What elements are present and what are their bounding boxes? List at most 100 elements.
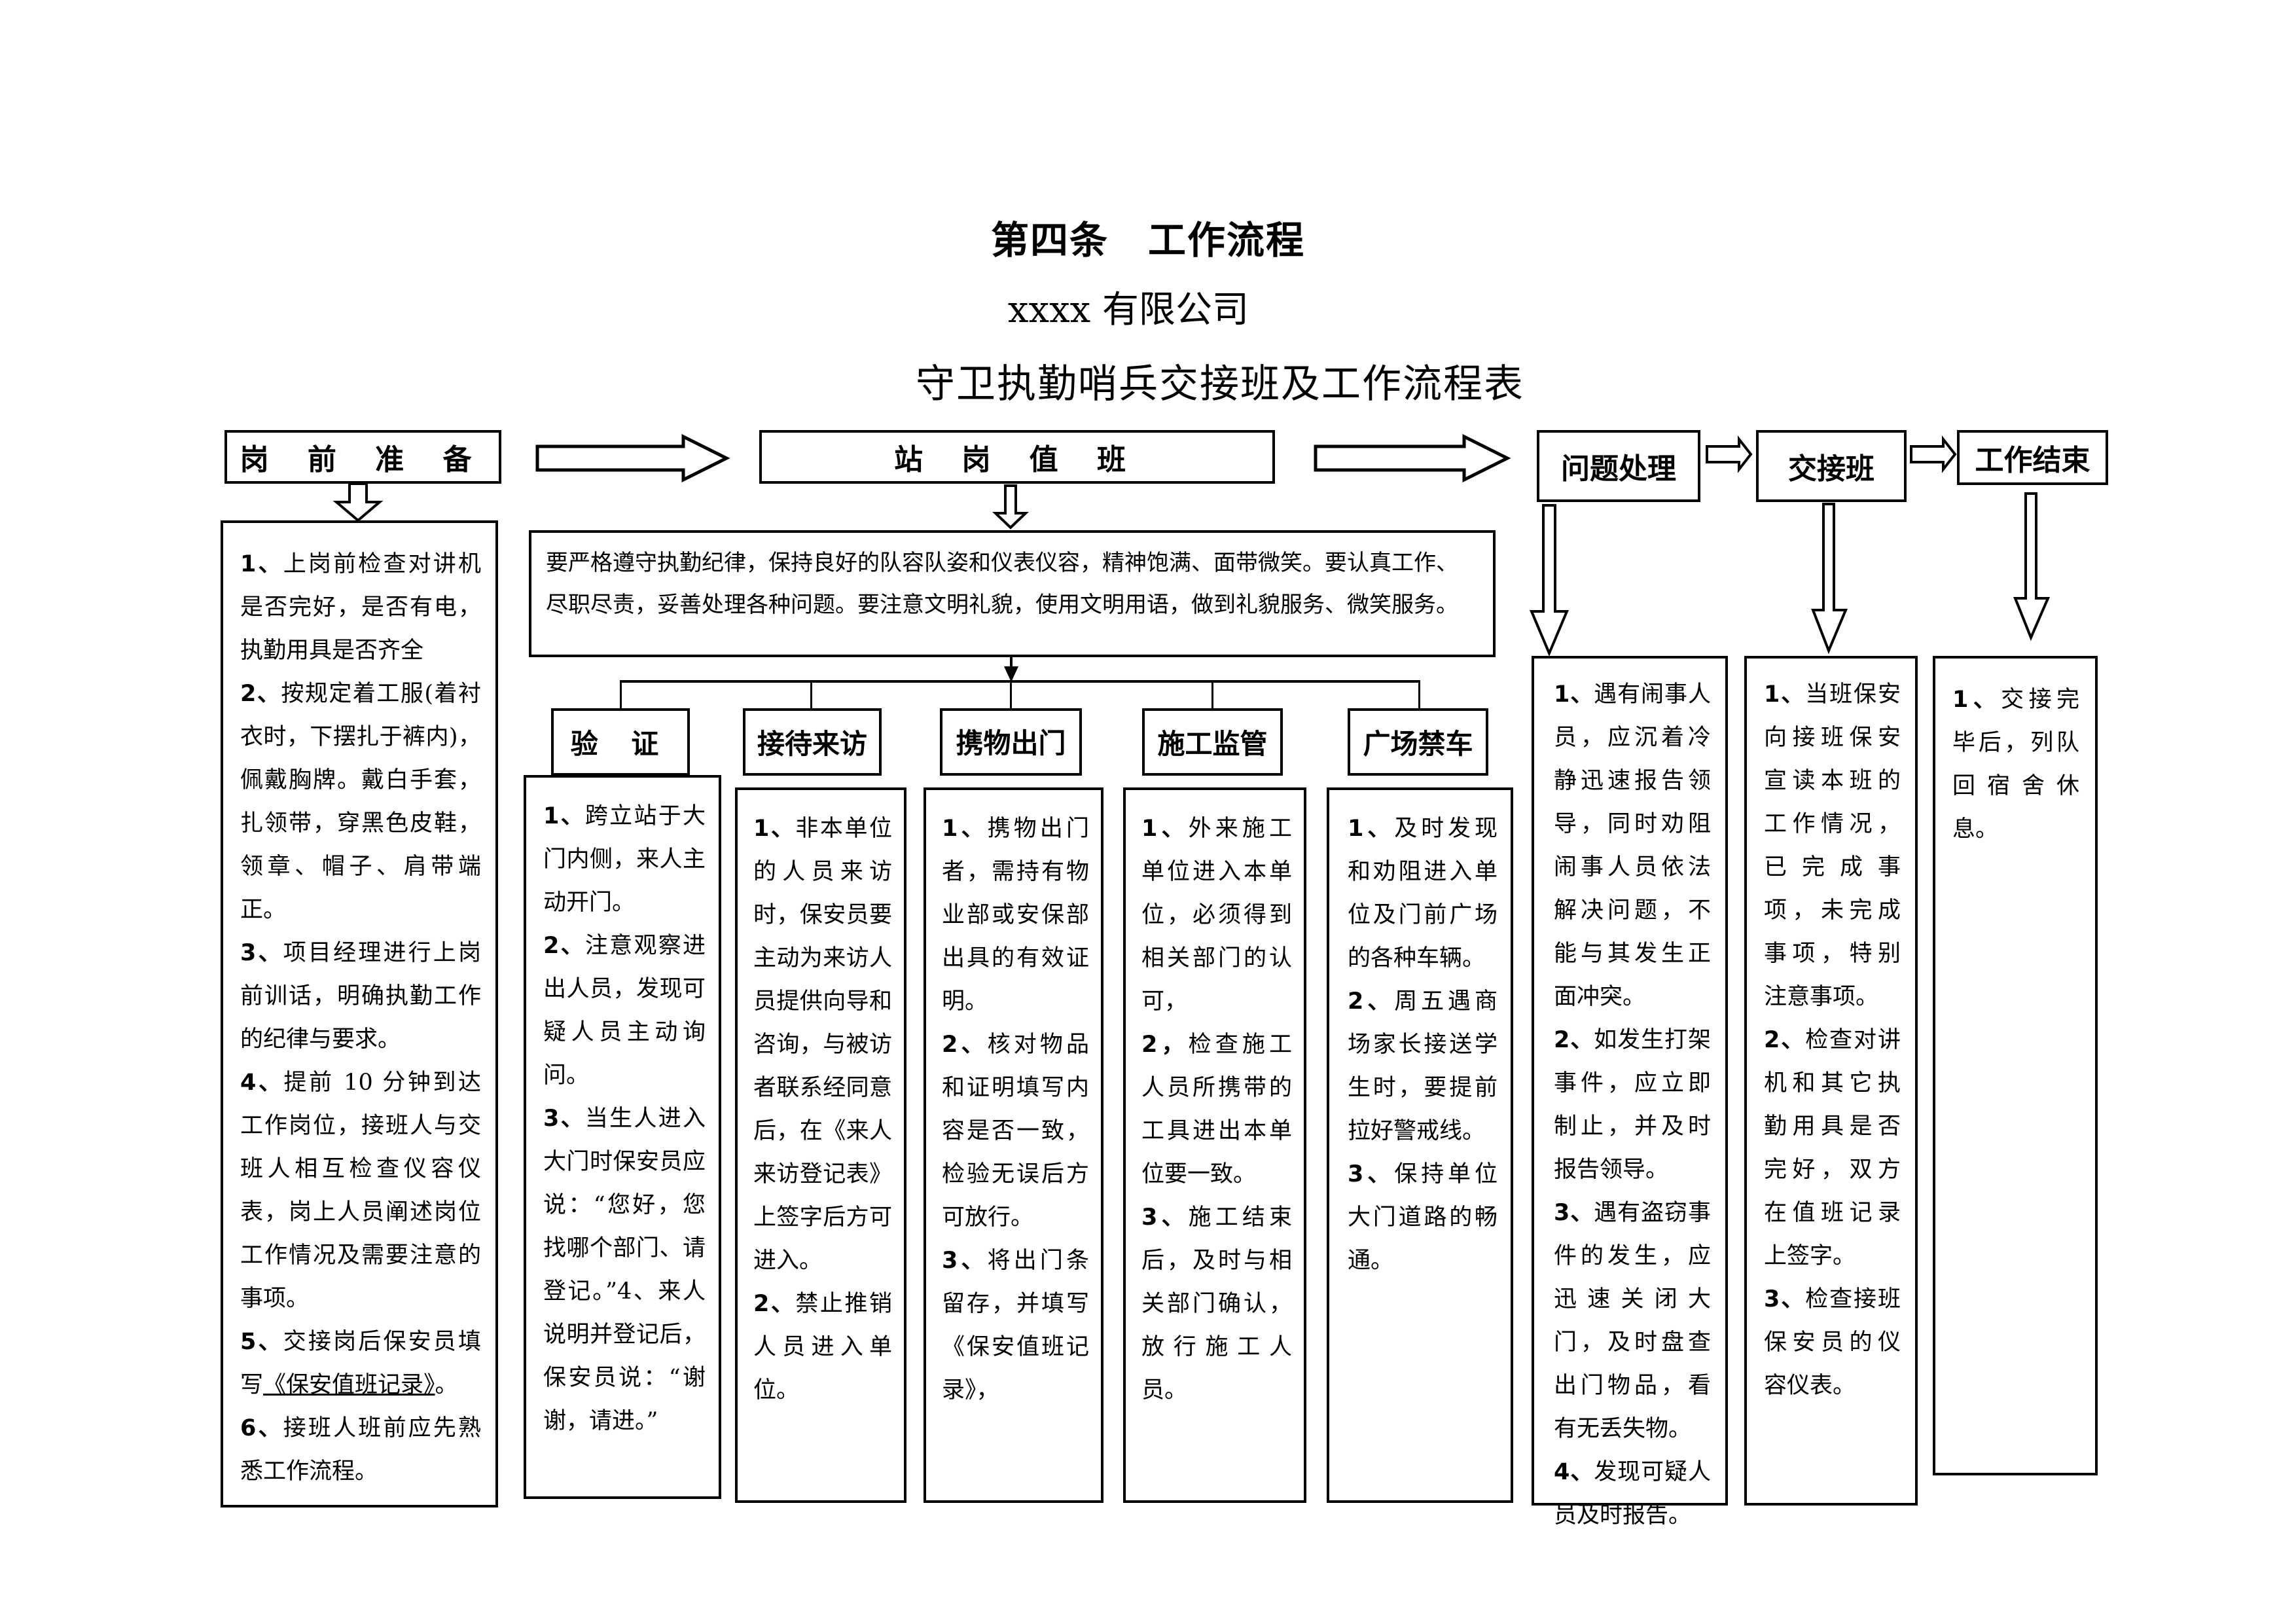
on-duty-requirements: 要严格遵守执勤纪律，保持良好的队容队姿和仪表仪容，精神饱满、面带微笑。要认真工作… <box>529 530 1496 657</box>
table-title: 守卫执勤哨兵交接班及工作流程表 <box>916 361 1524 407</box>
item-text: 检查施工人员所携带的工具进出本单位要一致。 <box>1141 1032 1292 1187</box>
stage-handover-details: 1、当班保安向接班保安宣读本班的工作情况，已完成事项，未完成事项，特别注意事项。… <box>1744 656 1918 1506</box>
stage-on-duty-header: 站 岗 值 班 <box>759 430 1275 484</box>
item-number: 3、 <box>240 940 283 966</box>
list-item: 2、按规定着工服(着衬衣时，下摆扎于裤内)，佩戴胸牌。戴白手套，扎领带，穿黑色皮… <box>240 672 481 931</box>
list-item: 2、周五遇商场家长接送学生时，要提前拉好警戒线。 <box>1348 980 1498 1153</box>
subtask-visitor-reception-header: 接待来访 <box>743 708 882 776</box>
item-text: 当生人进入大门时保安员应说：“您好，您找哪个部门、请登记。”4、来人说明并登记后… <box>543 1106 706 1434</box>
item-number: 3、 <box>1348 1161 1395 1187</box>
item-text: 核对物品和证明填写内容是否一致，检验无误后方可放行。 <box>942 1032 1089 1231</box>
item-number: 2、 <box>543 933 585 959</box>
item-text: 周五遇商场家长接送学生时，要提前拉好警戒线。 <box>1348 988 1498 1144</box>
item-number: 2、 <box>1348 988 1395 1015</box>
item-text: 遇有盗窃事件的发生，应迅速关闭大门，及时盘查出门物品，看有无丢失物。 <box>1554 1200 1711 1442</box>
item-text: 携物出门者，需持有物业部或安保部出具的有效证明。 <box>942 816 1089 1015</box>
branch-line <box>1418 680 1420 710</box>
down-arrow-icon <box>2013 492 2051 641</box>
item-text: 交接完毕后，列队回宿舍休息。 <box>1952 687 2079 842</box>
item-text: 当班保安向接班保安宣读本班的工作情况，已完成事项，未完成事项，特别注意事项。 <box>1764 681 1901 1010</box>
item-number: 1、 <box>1348 816 1395 842</box>
item-text: 提前 10 分钟到达工作岗位，接班人与交班人相互检查仪容仪表，岗上人员阐述岗位工… <box>240 1070 481 1312</box>
article-title: 第四条工作流程 <box>0 209 2296 264</box>
item-text: 施工结束后，及时与相关部门确认，放行施工人员。 <box>1141 1204 1292 1403</box>
list-item: 3、当生人进入大门时保安员应说：“您好，您找哪个部门、请登记。”4、来人说明并登… <box>543 1097 706 1443</box>
stage-work-end-details: 1、交接完毕后，列队回宿舍休息。 <box>1933 656 2098 1475</box>
item-text: 项目经理进行上岗前训话，明确执勤工作的纪律与要求。 <box>240 940 481 1053</box>
list-item: 3、检查接班保安员的仪容仪表。 <box>1764 1278 1901 1407</box>
connector-arrow-down-icon <box>1004 666 1018 682</box>
article-heading: 工作流程 <box>1148 218 1306 262</box>
list-item: 2、检查对讲机和其它执勤用具是否完好，双方在值班记录上签字。 <box>1764 1019 1901 1278</box>
item-number: 1、 <box>1764 681 1806 708</box>
item-text: 遇有闹事人员，应沉着冷静迅速报告领导，同时劝阻闹事人员依法解决问题，不能与其发生… <box>1554 681 1711 1010</box>
stage-pre-duty-label: 岗 前 准 备 <box>240 443 486 477</box>
article-number: 第四条 <box>990 218 1109 262</box>
list-item: 3、保持单位大门道路的畅通。 <box>1348 1153 1498 1282</box>
item-number: 3、 <box>1764 1286 1806 1312</box>
subtask-visitor-reception-details: 1、非本单位的人员来访时，保安员要主动为来访人员提供向导和咨询，与被访者联系经同… <box>735 787 906 1503</box>
item-number: 3、 <box>1554 1200 1594 1226</box>
list-item: 2、禁止推销人员进入单位。 <box>753 1282 892 1412</box>
list-item: 4、提前 10 分钟到达工作岗位，接班人与交班人相互检查仪容仪表，岗上人员阐述岗… <box>240 1061 481 1320</box>
item-text: 及时发现和劝阻进入单位及门前广场的各种车辆。 <box>1348 816 1498 971</box>
item-number: 1、 <box>1141 816 1189 842</box>
stage-handover-label: 交接班 <box>1788 452 1874 486</box>
down-arrow-icon <box>1529 504 1570 657</box>
list-item: 1、携物出门者，需持有物业部或安保部出具的有效证明。 <box>942 807 1089 1023</box>
item-text: 如发生打架事件，应立即制止，并及时报告领导。 <box>1554 1027 1711 1183</box>
branch-line <box>1211 680 1213 710</box>
item-number: 1、 <box>753 816 796 842</box>
item-number: 1、 <box>1554 681 1594 708</box>
item-text: 。 <box>435 1372 458 1398</box>
branch-line <box>620 680 622 710</box>
item-number: 3、 <box>942 1248 988 1274</box>
list-item: 1、及时发现和劝阻进入单位及门前广场的各种车辆。 <box>1348 807 1498 980</box>
down-arrow-icon <box>992 484 1029 530</box>
branch-line <box>810 680 812 710</box>
item-text: 检查对讲机和其它执勤用具是否完好，双方在值班记录上签字。 <box>1764 1027 1901 1269</box>
list-item: 1、上岗前检查对讲机是否完好，是否有电，执勤用具是否齐全 <box>240 543 481 672</box>
item-number: 4、 <box>240 1070 284 1096</box>
list-item: 3、项目经理进行上岗前训话，明确执勤工作的纪律与要求。 <box>240 931 481 1061</box>
item-text: 禁止推销人员进入单位。 <box>753 1291 892 1403</box>
item-number: 2， <box>1141 1032 1189 1058</box>
subtask-construction-supervision-header: 施工监管 <box>1142 708 1283 776</box>
subtask-label: 接待来访 <box>757 728 867 760</box>
subtask-label: 验 证 <box>570 728 671 760</box>
list-item: 4、发现可疑人员及时报告。 <box>1554 1451 1711 1537</box>
stage-problem-handling-details: 1、遇有闹事人员，应沉着冷静迅速报告领导，同时劝阻闹事人员依法解决问题，不能与其… <box>1532 656 1728 1528</box>
stage-pre-duty-header: 岗 前 准 备 <box>224 430 501 484</box>
list-item: 2、注意观察进出人员，发现可疑人员主动询问。 <box>543 924 706 1097</box>
list-item: 1、当班保安向接班保安宣读本班的工作情况，已完成事项，未完成事项，特别注意事项。 <box>1764 673 1901 1019</box>
subtask-verification-header: 验 证 <box>551 708 690 776</box>
item-number: 2、 <box>1764 1027 1806 1053</box>
list-item: 3、将出门条留存，并填写《保安值班记录》， <box>942 1239 1089 1412</box>
list-item: 2，检查施工人员所携带的工具进出本单位要一致。 <box>1141 1023 1292 1196</box>
right-arrow-icon <box>535 433 730 483</box>
item-text: 上岗前检查对讲机是否完好，是否有电，执勤用具是否齐全 <box>240 551 481 664</box>
item-number: 6、 <box>240 1415 283 1441</box>
list-item: 1、遇有闹事人员，应沉着冷静迅速报告领导，同时劝阻闹事人员依法解决问题，不能与其… <box>1554 673 1711 1019</box>
item-text: 按规定着工服(着衬衣时，下摆扎于裤内)，佩戴胸牌。戴白手套，扎领带，穿黑色皮鞋，… <box>240 681 482 923</box>
list-item: 3、遇有盗窃事件的发生，应迅速关闭大门，及时盘查出门物品，看有无丢失物。 <box>1554 1191 1711 1451</box>
stage-pre-duty-details: 1、上岗前检查对讲机是否完好，是否有电，执勤用具是否齐全 2、按规定着工服(着衬… <box>221 520 498 1507</box>
item-text: 检查接班保安员的仪容仪表。 <box>1764 1286 1901 1399</box>
item-text: 非本单位的人员来访时，保安员要主动为来访人员提供向导和咨询，与被访者联系经同意后… <box>753 816 892 1274</box>
item-text: 发现可疑人员及时报告。 <box>1554 1459 1711 1528</box>
item-number: 2、 <box>753 1291 796 1317</box>
subtask-label: 广场禁车 <box>1363 728 1473 760</box>
connector-line <box>1010 657 1013 673</box>
subtask-goods-exit-header: 携物出门 <box>940 708 1082 776</box>
item-number: 1、 <box>942 816 988 842</box>
stage-on-duty-label: 站 岗 值 班 <box>894 443 1140 477</box>
stage-work-end-label: 工作结束 <box>1975 444 2090 477</box>
subtask-construction-supervision-details: 1、外来施工单位进入本单位，必须得到相关部门的认可， 2，检查施工人员所携带的工… <box>1123 787 1306 1503</box>
stage-handover-header: 交接班 <box>1756 430 1907 502</box>
list-item: 2、如发生打架事件，应立即制止，并及时报告领导。 <box>1554 1019 1711 1191</box>
list-item: 3、施工结束后，及时与相关部门确认，放行施工人员。 <box>1141 1196 1292 1412</box>
subtask-verification-details: 1、跨立站于大门内侧，来人主动开门。 2、注意观察进出人员，发现可疑人员主动询问… <box>524 775 721 1499</box>
subtask-label: 携物出门 <box>956 727 1066 759</box>
item-text: 交接岗后保安员填写 <box>240 1329 481 1398</box>
item-number: 2、 <box>942 1032 988 1058</box>
